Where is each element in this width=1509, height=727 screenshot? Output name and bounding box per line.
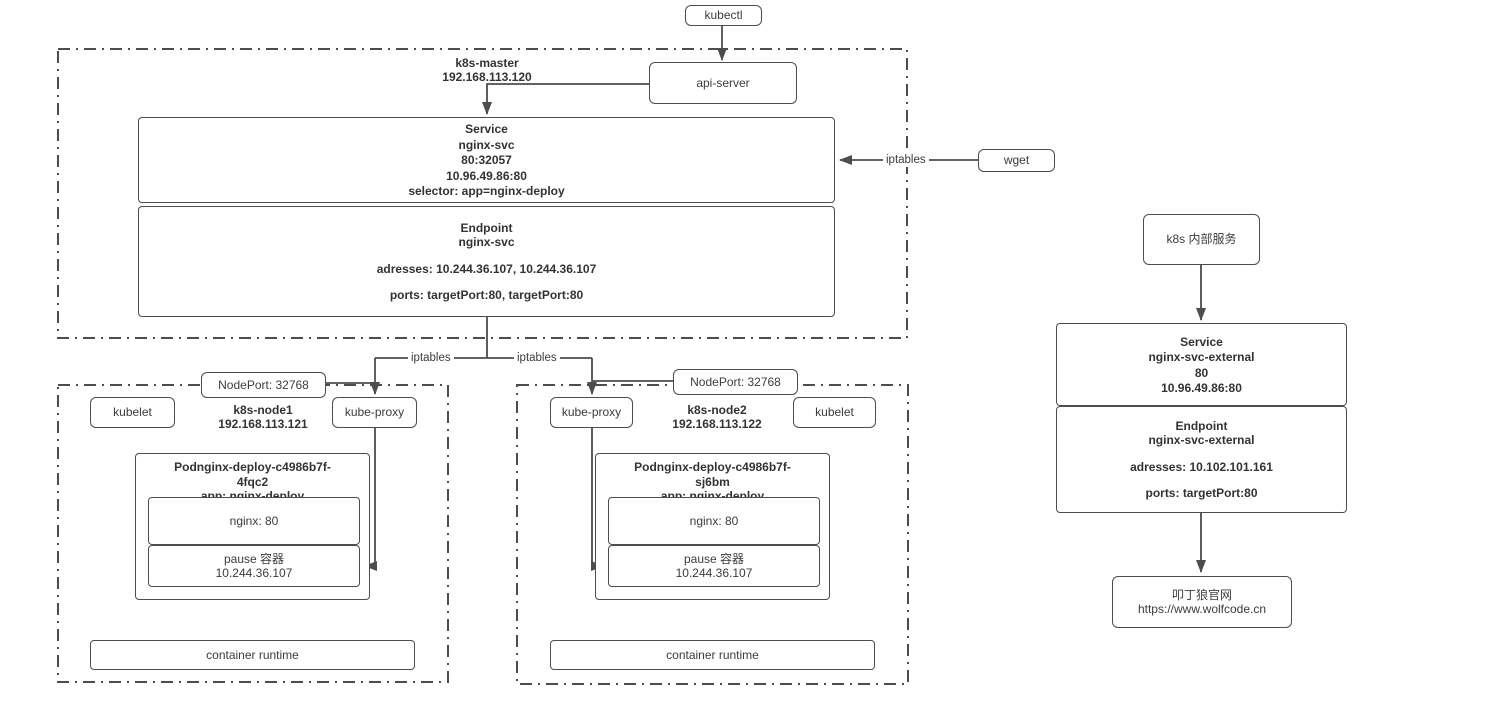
node2-ip: 192.168.113.122 <box>672 417 762 431</box>
endpoint-external-box: Endpoint nginx-svc-external adresses: 10… <box>1056 406 1347 513</box>
pod1-nginx-label: nginx: 80 <box>229 513 279 528</box>
iptables-label-node1: iptables <box>408 351 454 365</box>
nodeport1-label: NodePort: 32768 <box>218 377 309 392</box>
service-title: Service <box>465 122 508 137</box>
endpoint-title: Endpoint <box>460 220 513 235</box>
endpoint-addresses: adresses: 10.244.36.107, 10.244.36.107 <box>376 261 597 276</box>
master-dashed-border <box>57 48 908 339</box>
pod2-nginx-container: nginx: 80 <box>608 497 820 545</box>
pod2-nginx-label: nginx: 80 <box>689 513 739 528</box>
nodeport2-box: NodePort: 32768 <box>673 369 798 395</box>
endpoint-box: Endpoint nginx-svc adresses: 10.244.36.1… <box>138 206 835 317</box>
node1-title: k8s-node1 192.168.113.121 <box>188 403 338 431</box>
kube-proxy2-label: kube-proxy <box>561 405 622 420</box>
wolfcode-site-box: 叩丁狼官网 https://www.wolfcode.cn <box>1112 576 1292 628</box>
node2-title: k8s-node2 192.168.113.122 <box>652 403 782 431</box>
pod1-pause-label: pause 容器 <box>223 551 285 566</box>
pod2-name-line2: sj6bm <box>695 474 730 489</box>
kubectl-box: kubectl <box>685 5 762 26</box>
container-runtime1-label: container runtime <box>206 647 299 662</box>
pod2-name-line1: Podnginx-deploy-c4986b7f- <box>634 460 791 474</box>
nodeport1-box: NodePort: 32768 <box>201 372 326 398</box>
node2-name: k8s-node2 <box>687 403 747 417</box>
pod2-pause-container: pause 容器 10.244.36.107 <box>608 545 820 587</box>
api-server-box: api-server <box>649 62 797 104</box>
kubelet1-box: kubelet <box>90 397 175 428</box>
master-name: k8s-master <box>455 56 519 70</box>
endpoint-external-ports: ports: targetPort:80 <box>1145 486 1258 500</box>
master-title: k8s-master 192.168.113.120 <box>412 56 562 84</box>
service-ports: 80:32057 <box>461 153 512 168</box>
node1-dashed-border <box>57 384 449 683</box>
kubectl-label: kubectl <box>704 8 743 23</box>
pod1-name-line1: Podnginx-deploy-c4986b7f- <box>174 460 331 474</box>
pod1-pause-ip: 10.244.36.107 <box>215 566 293 580</box>
pod1-name-line2: 4fqc2 <box>236 474 269 489</box>
node2-dashed-border <box>516 384 909 685</box>
endpoint-external-name: nginx-svc-external <box>1148 433 1255 447</box>
nodeport2-label: NodePort: 32768 <box>690 374 781 389</box>
kubelet2-label: kubelet <box>815 405 854 420</box>
kube-proxy1-label: kube-proxy <box>344 405 405 420</box>
wget-label: wget <box>1003 153 1030 168</box>
wget-box: wget <box>978 149 1055 172</box>
pod2-pause-label: pause 容器 <box>683 551 745 566</box>
kubelet1-label: kubelet <box>113 405 152 420</box>
iptables-label-wget: iptables <box>883 153 929 167</box>
container-runtime2-label: container runtime <box>666 647 759 662</box>
service-external-name: nginx-svc-external <box>1148 350 1255 364</box>
service-selector: selector: app=nginx-deploy <box>408 184 565 199</box>
container-runtime2-box: container runtime <box>550 640 875 670</box>
arrow-apiserver-to-service <box>482 83 649 115</box>
endpoint-ports: ports: targetPort:80, targetPort:80 <box>389 288 584 302</box>
service-box: Service nginx-svc 80:32057 10.96.49.86:8… <box>138 117 835 203</box>
wolfcode-site-url: https://www.wolfcode.cn <box>1137 602 1267 616</box>
service-external-title: Service <box>1180 334 1223 349</box>
endpoint-external-addresses: adresses: 10.102.101.161 <box>1130 459 1273 474</box>
service-external-clusterip: 10.96.49.86:80 <box>1161 381 1242 395</box>
k8s-internal-service-box: k8s 内部服务 <box>1143 214 1260 265</box>
endpoint-external-title: Endpoint <box>1175 418 1228 433</box>
node1-name: k8s-node1 <box>233 403 293 417</box>
pod1-pause-container: pause 容器 10.244.36.107 <box>148 545 360 587</box>
api-server-label: api-server <box>696 75 750 90</box>
service-clusterip: 10.96.49.86:80 <box>446 168 527 183</box>
iptables-label-node2: iptables <box>514 351 560 365</box>
kube-proxy2-box: kube-proxy <box>550 397 633 428</box>
endpoint-name: nginx-svc <box>458 235 515 249</box>
service-external-port: 80 <box>1194 365 1209 380</box>
kubelet2-box: kubelet <box>793 397 876 428</box>
container-runtime1-box: container runtime <box>90 640 415 670</box>
master-ip: 192.168.113.120 <box>442 70 532 84</box>
pod2-pause-ip: 10.244.36.107 <box>675 566 753 580</box>
kube-proxy1-box: kube-proxy <box>332 397 417 428</box>
wolfcode-site-name: 叩丁狼官网 <box>1171 587 1232 602</box>
service-name: nginx-svc <box>458 137 515 152</box>
service-external-box: Service nginx-svc-external 80 10.96.49.8… <box>1056 323 1347 406</box>
pod1-nginx-container: nginx: 80 <box>148 497 360 545</box>
k8s-internal-service-label: k8s 内部服务 <box>1166 232 1237 247</box>
node1-ip: 192.168.113.121 <box>218 417 308 431</box>
